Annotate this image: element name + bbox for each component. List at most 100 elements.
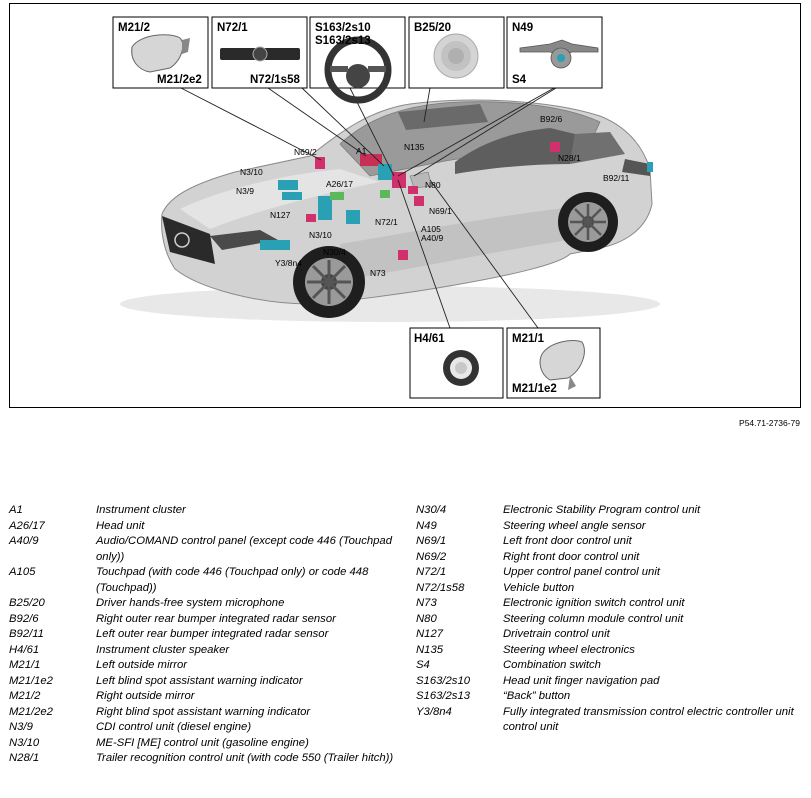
legend-description: Electronic ignition switch control unit [503,597,685,609]
legend-description: Left outside mirror [96,659,188,671]
legend-row: A26/17 Head unit [9,519,404,535]
legend-row: N73 Electronic ignition switch control un… [416,596,806,612]
legend-row: H4/61 Instrument cluster speaker [9,643,404,659]
legend-description: Upper control panel control unit [503,566,660,578]
legend-description: Instrument cluster [96,504,186,516]
legend-code: B92/11 [9,628,44,640]
callout-label: N80 [425,180,441,190]
legend-code: N73 [416,597,437,609]
legend-code: N72/1 [416,566,447,578]
legend-description: Vehicle button [503,581,575,594]
legend-code: A26/17 [9,519,45,532]
legend-description: Left outer rear bumper integrated radar … [96,628,329,640]
legend-row: A1 Instrument cluster [9,503,404,519]
legend-row: N72/1s58 Vehicle button [416,581,806,597]
inset-box-steering-wheel: S163/2s10 S163/2s13 [309,16,406,104]
inset-label: N49 [512,22,533,34]
callout-label: B92/6 [540,114,562,124]
legend-description: Steering wheel electronics [503,643,635,656]
legend-description: Electronic Stability Program control uni… [503,504,701,516]
inset-label: N72/1s58 [250,74,300,86]
inset-box-speaker: H4/61 [409,327,504,399]
callout-label: N69/1 [429,206,452,216]
callout-label: N3/9 [236,186,254,196]
inset-box-microphone: B25/20 [408,16,505,89]
callout-label: N73 [370,268,386,278]
legend-description: Steering wheel angle sensor [503,519,646,532]
callout-label: N30/4 [323,247,346,257]
legend-description: Combination switch [503,659,601,671]
legend-description: “Back” button [503,690,571,702]
legend-code: N80 [416,612,437,625]
legend-code: B92/6 [9,612,39,625]
legend-code: M21/2e2 [9,705,53,718]
inset-label: M21/2 [118,22,150,34]
legend-code: N28/1 [9,752,40,764]
legend-row: N72/1 Upper control panel control unit [416,565,806,581]
callout-label: N72/1 [375,217,398,227]
legend-description: Right outside mirror [96,690,195,702]
legend-row: N135 Steering wheel electronics [416,643,806,659]
legend-description: Left front door control unit [503,535,632,547]
legend-description: Driver hands-free system microphone [96,597,285,609]
legend-code: A40/9 [9,535,39,547]
callout-label: N135 [404,142,425,152]
inset-label: S4 [512,74,527,86]
legend-row: A40/9 Audio/COMAND control panel (except … [9,534,404,565]
legend-code: N72/1s58 [416,581,465,594]
legend-code: M21/2 [9,690,41,702]
component-markers [260,142,653,260]
callout-labels: N69/2 A1 N135 B92/6 N3/10 N28/1 N3/9 A26… [236,114,630,278]
legend-row: B92/6 Right outer rear bumper integrated … [9,612,404,628]
legend-description: Right front door control unit [503,550,640,563]
callout-label: N3/10 [240,167,263,177]
legend-row: N69/1 Left front door control unit [416,534,806,550]
legend-row: N49 Steering wheel angle sensor [416,519,806,535]
legend-code: M21/1e2 [9,674,53,687]
legend-code: S163/2s13 [416,690,471,702]
legend-code: N49 [416,519,437,532]
legend-description: Right outer rear bumper integrated radar… [96,612,336,625]
legend-description: Steering column module control unit [503,612,684,625]
legend-description: Instrument cluster speaker [96,643,230,656]
legend-code: N69/1 [416,535,447,547]
legend-row: N80 Steering column module control unit [416,612,806,628]
inset-label: B25/20 [414,22,451,34]
inset-label: M21/1 [512,333,545,345]
legend-description: Left blind spot assistant warning indica… [96,674,303,687]
inset-box-mirror-right: M21/2 M21/2e2 [112,16,209,89]
legend-code: A1 [9,504,23,516]
legend-description: CDI control unit (diesel engine) [96,721,252,733]
callout-label: Y3/8n4 [275,258,302,268]
callout-label: B92/11 [603,173,630,183]
legend-code: A105 [9,566,36,578]
car-illustration [120,99,660,322]
callout-label: N28/1 [558,153,581,163]
callout-label: A26/17 [326,179,353,189]
inset-label: M21/1e2 [512,383,557,395]
legend-code: N135 [416,643,444,656]
legend-description: ME-SFI [ME] control unit (gasoline engin… [96,736,309,749]
legend-code: N69/2 [416,550,447,563]
legend-description: Right blind spot assistant warning indic… [96,705,311,718]
callout-label: N69/2 [294,147,317,157]
inset-label: H4/61 [414,333,445,345]
legend-code: Y3/8n4 [416,705,452,718]
legend-description: Audio/COMAND control panel (except code … [96,535,392,563]
legend-row: M21/1e2 Left blind spot assistant warning… [9,674,404,690]
legend-description: Head unit [96,519,145,532]
callout-label: N3/10 [309,230,332,240]
legend-description: Drivetrain control unit [503,628,610,640]
inset-box-combination-switch: N49 S4 [506,16,603,89]
legend-code: H4/61 [9,643,40,656]
inset-label: S163/2s13 [315,35,371,47]
